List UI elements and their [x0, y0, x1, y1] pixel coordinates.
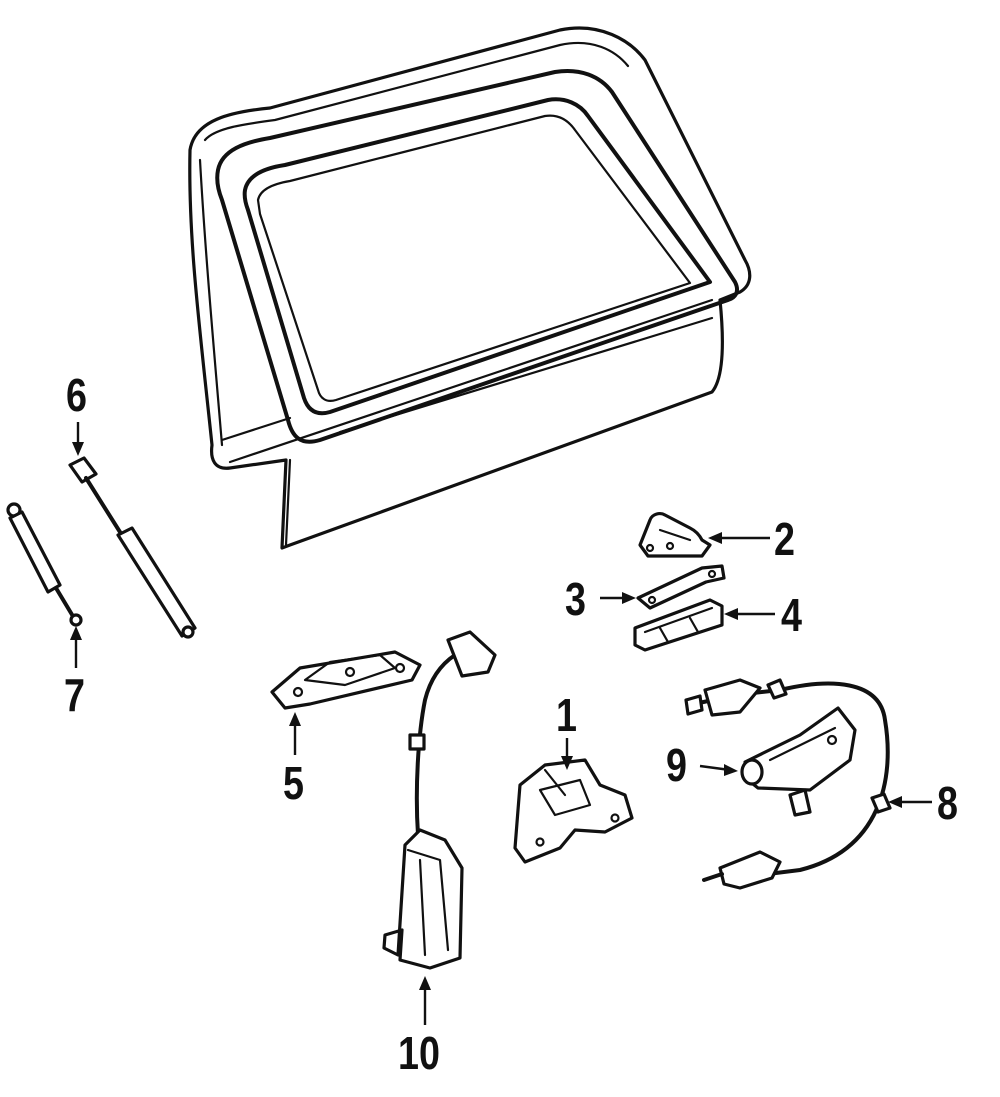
- part-8-cable: [684, 678, 892, 890]
- callout-9: 9: [666, 739, 687, 791]
- callout-5: 5: [283, 757, 304, 809]
- part-9-lock-cylinder: [740, 706, 857, 817]
- gas-strut-6: [68, 456, 197, 639]
- callout-10: 10: [398, 1027, 440, 1079]
- part-3-plate: [636, 564, 726, 610]
- part-1-latch: [513, 758, 634, 864]
- part-5-lamp-housing: [270, 650, 422, 710]
- callout-4: 4: [781, 589, 802, 641]
- part-2-bracket: [638, 512, 712, 558]
- callout-2: 2: [774, 513, 795, 565]
- leader-lines: [70, 422, 932, 1025]
- callout-3: 3: [565, 573, 586, 625]
- callout-6: 6: [66, 369, 87, 421]
- gas-strut-7: [6, 502, 83, 627]
- part-4-block: [633, 598, 724, 652]
- callout-7: 7: [64, 669, 85, 721]
- callout-8: 8: [937, 777, 958, 829]
- liftgate-panel: [188, 26, 752, 550]
- part-10-actuator: [382, 630, 497, 970]
- callout-1: 1: [556, 689, 577, 741]
